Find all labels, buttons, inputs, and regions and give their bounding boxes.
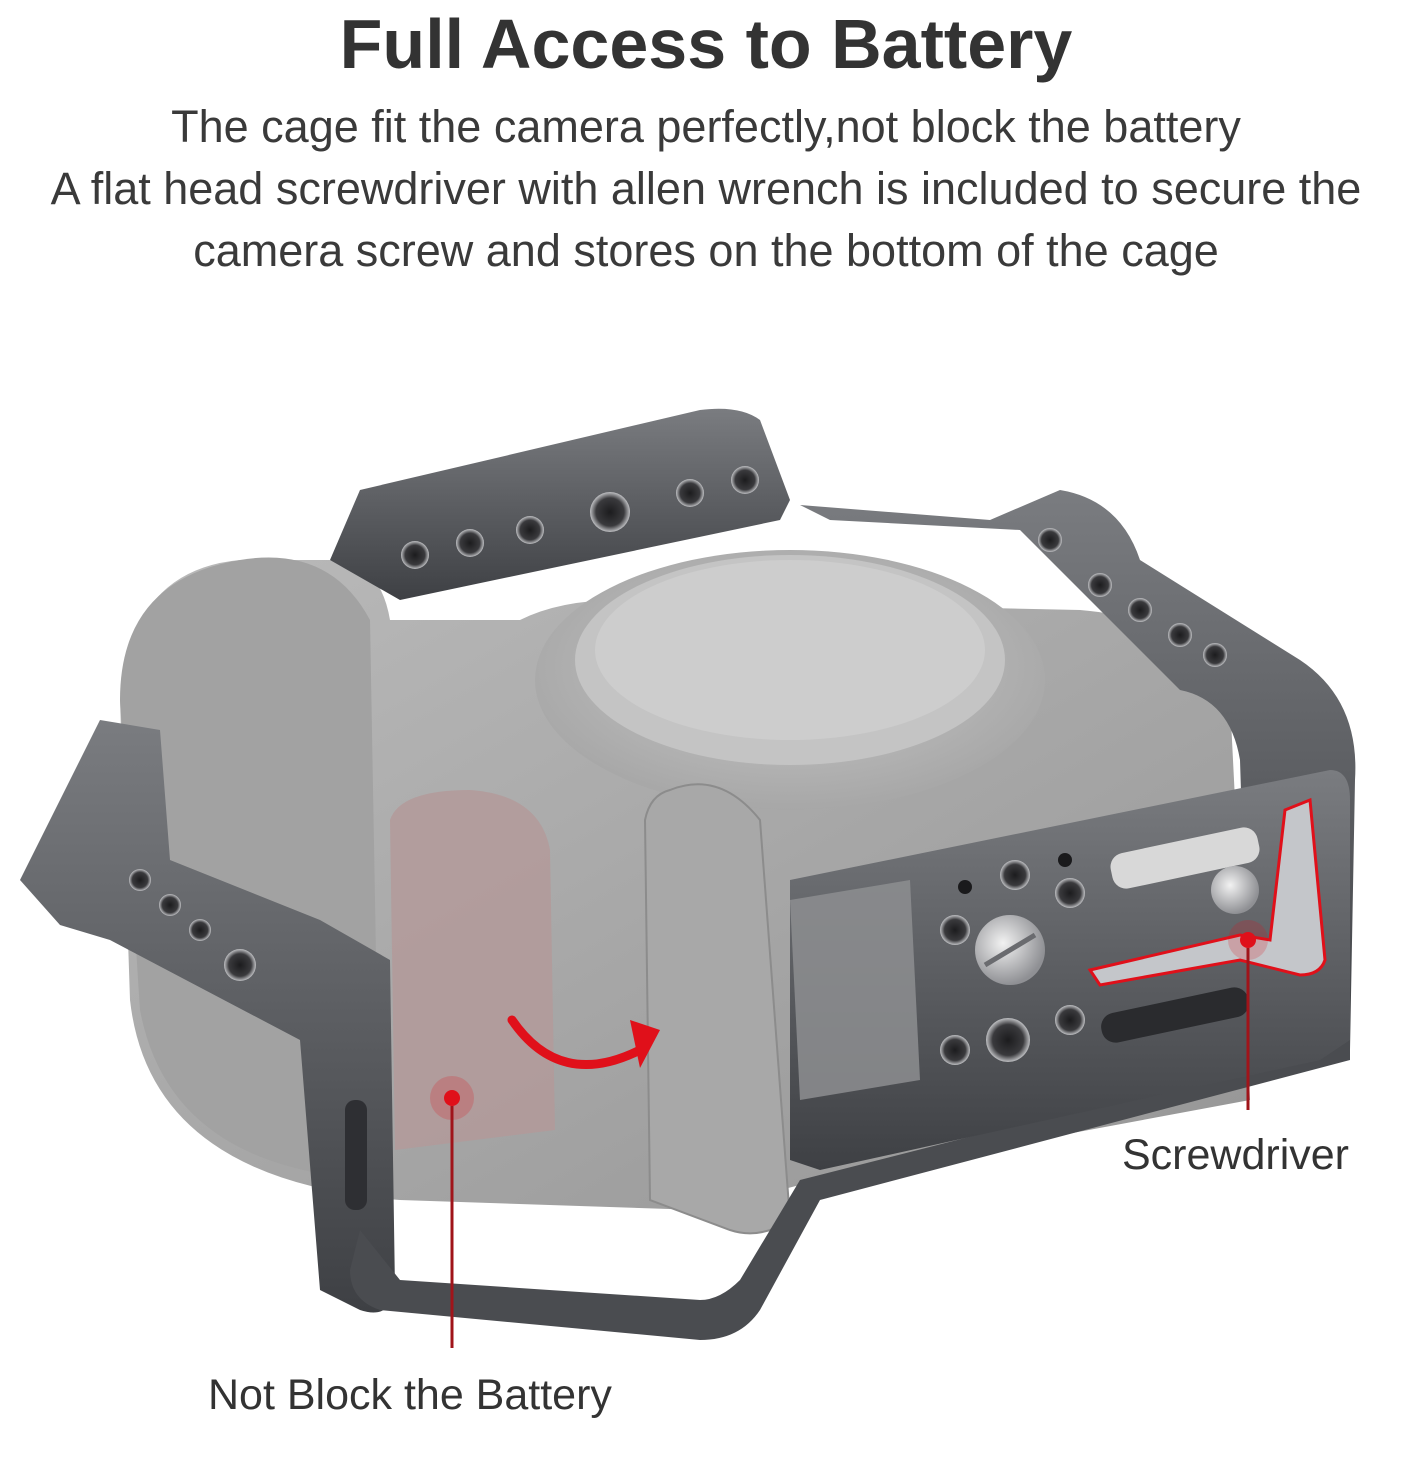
camera-cage-illustration — [20, 408, 1356, 1348]
battery-compartment — [390, 790, 555, 1150]
battery-door — [643, 783, 792, 1235]
subline-3: camera screw and stores on the bottom of… — [193, 225, 1219, 276]
cage-top-handle — [330, 408, 790, 600]
screwdriver — [1087, 797, 1327, 987]
cage-bottom-plate — [350, 770, 1350, 1340]
callout-battery-marker — [430, 1076, 474, 1348]
cage-right-frame — [800, 490, 1356, 1080]
subline-2: A flat head screwdriver with allen wrenc… — [50, 163, 1362, 214]
open-arrow-icon — [507, 1015, 660, 1069]
headline: Full Access to Battery — [339, 5, 1073, 83]
callout-screwdriver-label: Screwdriver — [1122, 1131, 1349, 1179]
cage-left-frame — [20, 720, 395, 1313]
callout-screwdriver-marker — [1228, 920, 1268, 1110]
subline-1: The cage fit the camera perfectly,not bl… — [171, 101, 1241, 152]
callout-battery-label: Not Block the Battery — [208, 1371, 612, 1419]
camera-body — [120, 550, 1250, 1235]
